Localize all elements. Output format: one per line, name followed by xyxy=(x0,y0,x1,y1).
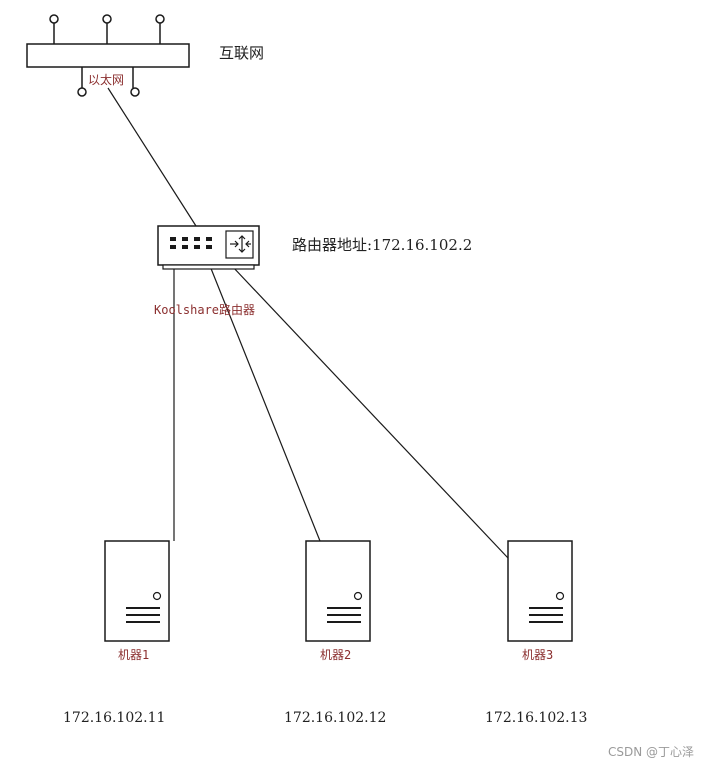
machine-3-ip: 172.16.102.13 xyxy=(485,710,588,726)
machine-3-icon xyxy=(507,540,573,642)
machine-2-name: 机器2 xyxy=(320,648,352,662)
machine-3-name: 机器3 xyxy=(522,648,554,662)
watermark: CSDN @丁心泽 xyxy=(607,745,694,759)
machine-2-ip: 172.16.102.12 xyxy=(284,710,387,726)
ethernet-label: 以太网 xyxy=(88,73,125,87)
link-internet-router xyxy=(107,87,197,227)
machine-2-icon xyxy=(305,540,371,642)
connection-lines xyxy=(107,87,509,559)
router-icon xyxy=(157,225,260,270)
internet-label: 互联网 xyxy=(219,44,265,62)
internet-hub-icon xyxy=(26,14,190,97)
router-ports xyxy=(170,237,212,249)
router-name-label: Koolshare路由器 xyxy=(154,303,256,317)
machine-1-icon xyxy=(104,540,170,642)
machine-1-ip: 172.16.102.11 xyxy=(63,710,166,726)
router-address-label: 路由器地址:172.16.102.2 xyxy=(292,236,473,254)
link-router-machine-2 xyxy=(209,265,321,542)
router-arrows-icon xyxy=(225,230,254,259)
machine-1-name: 机器1 xyxy=(118,648,150,662)
link-router-machine-3 xyxy=(231,265,509,559)
